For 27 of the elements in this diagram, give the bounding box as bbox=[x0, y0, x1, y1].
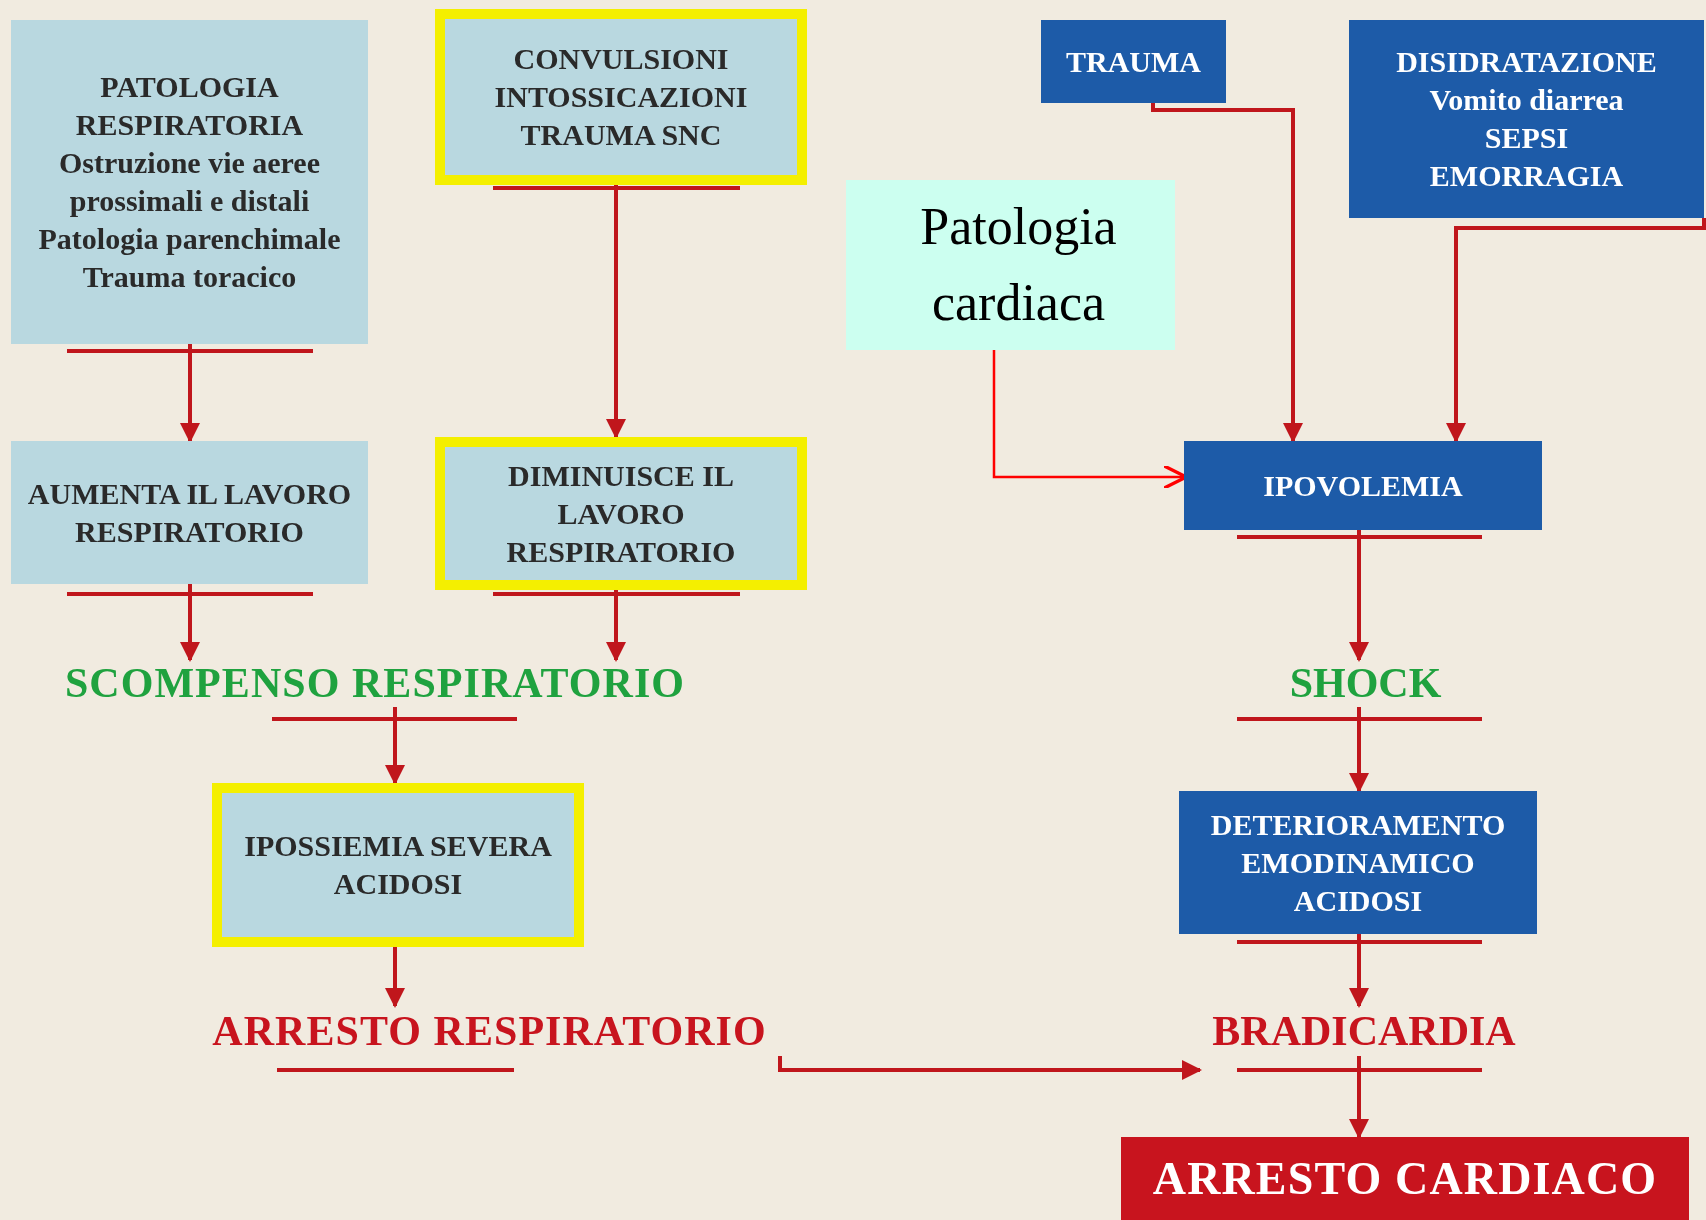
arrow bbox=[1349, 707, 1369, 793]
outcome-text: SCOMPENSO RESPIRATORIO bbox=[41, 660, 709, 707]
arrow bbox=[1349, 1056, 1369, 1139]
process-box: DISIDRATAZIONE Vomito diarrea SEPSI EMORRAGIA bbox=[1349, 20, 1704, 218]
arrow bbox=[180, 584, 200, 662]
process-box: IPOVOLEMIA bbox=[1184, 441, 1542, 530]
arrow bbox=[1151, 103, 1303, 443]
outcome-text: ARRESTO RESPIRATORIO bbox=[190, 1006, 789, 1056]
arrow bbox=[385, 707, 405, 785]
arrow bbox=[606, 590, 626, 662]
highlighted-box: DIMINUISCE IL LAVORO RESPIRATORIO bbox=[435, 437, 807, 590]
arrow bbox=[180, 344, 200, 443]
arrow bbox=[385, 947, 405, 1008]
process-box: PATOLOGIA RESPIRATORIA Ostruzione vie aeree prossimali e distali Patologia parenchimale Trauma toracico bbox=[11, 20, 368, 344]
process-box: Patologia cardiaca bbox=[846, 180, 1175, 350]
arrow bbox=[1349, 934, 1369, 1008]
arrow bbox=[1446, 218, 1706, 443]
final-box: ARRESTO CARDIACO bbox=[1121, 1137, 1689, 1220]
process-box: DETERIORAMENTO EMODINAMICO ACIDOSI bbox=[1179, 791, 1537, 934]
highlighted-box: CONVULSIONI INTOSSICAZIONI TRAUMA SNC bbox=[435, 9, 807, 185]
outcome-text: BRADICARDIA bbox=[1200, 1006, 1528, 1056]
outcome-text: SHOCK bbox=[1284, 660, 1447, 707]
arrow bbox=[778, 1056, 1202, 1080]
arrow bbox=[1349, 530, 1369, 662]
process-box: AUMENTA IL LAVORO RESPIRATORIO bbox=[11, 441, 368, 584]
highlighted-box: IPOSSIEMIA SEVERA ACIDOSI bbox=[212, 783, 584, 947]
process-box: TRAUMA bbox=[1041, 20, 1226, 103]
